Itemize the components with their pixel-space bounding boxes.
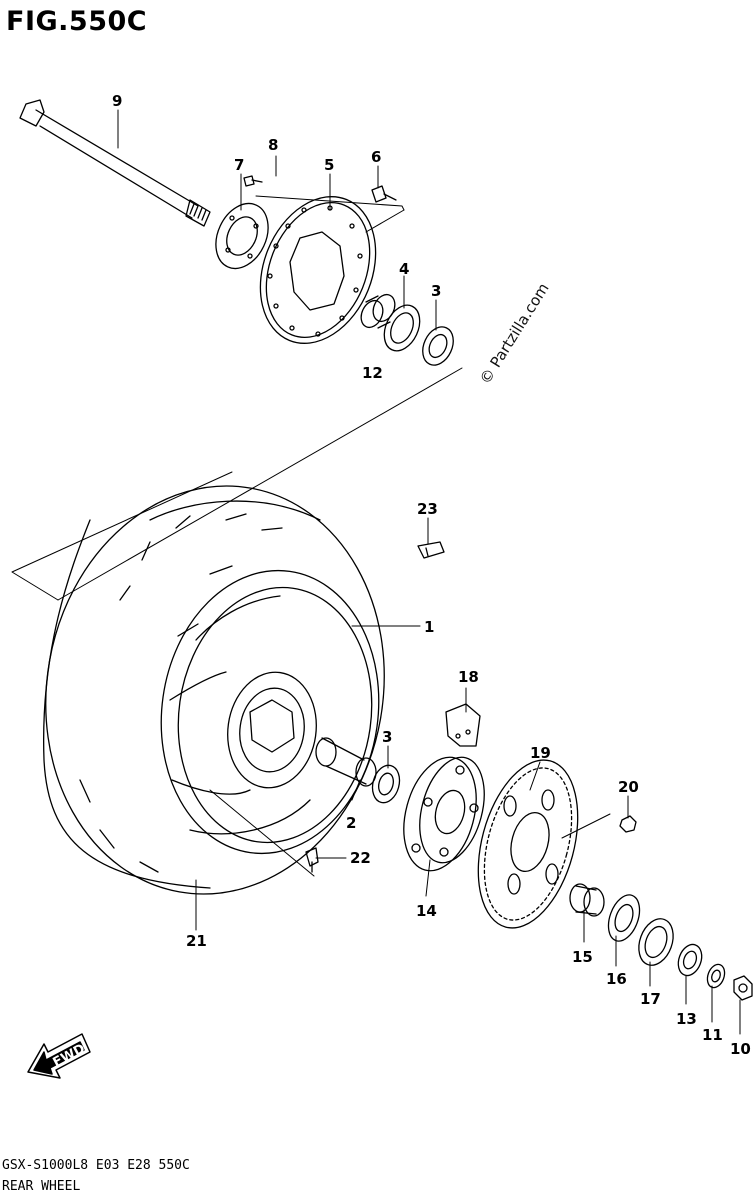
callout-21: 21 — [186, 932, 207, 950]
axle-part — [19, 99, 211, 227]
axle-nut-part — [733, 975, 753, 1001]
callout-7: 7 — [234, 156, 244, 174]
washer-part — [706, 963, 726, 989]
callout-17: 17 — [640, 990, 661, 1008]
spacer-13-part — [677, 943, 703, 977]
nut-20-part — [619, 815, 637, 833]
callout-12: 12 — [362, 364, 383, 382]
callout-3-lower: 3 — [382, 728, 392, 746]
callout-11: 11 — [702, 1026, 723, 1044]
brake-disc-part — [259, 196, 377, 344]
model-code: GSX-S1000L8 E03 E28 550C — [2, 1158, 190, 1173]
callout-5: 5 — [324, 156, 334, 174]
fwd-arrow-icon — [27, 1033, 91, 1079]
bearing-lower-part — [371, 764, 401, 804]
callout-14: 14 — [416, 902, 437, 920]
callout-10: 10 — [730, 1040, 751, 1058]
sprocket-drum-part — [403, 756, 485, 872]
callout-2: 2 — [346, 814, 356, 832]
callout-8: 8 — [268, 136, 278, 154]
callout-16: 16 — [606, 970, 627, 988]
valve-cap-part — [417, 541, 445, 559]
callout-1: 1 — [424, 618, 434, 636]
screw-part — [243, 175, 263, 187]
callout-23: 23 — [417, 500, 438, 518]
callout-20: 20 — [618, 778, 639, 796]
oil-seal-part — [383, 304, 421, 352]
valve-part — [305, 847, 319, 873]
rim-part — [160, 569, 380, 855]
bracket-part — [445, 703, 481, 747]
bearing-16-part — [607, 894, 641, 942]
callout-22: 22 — [350, 849, 371, 867]
figure-title: FIG.550C — [6, 6, 148, 37]
figure-name: REAR WHEEL — [2, 1179, 81, 1194]
callout-9: 9 — [112, 92, 122, 110]
bushing-part — [569, 883, 605, 917]
callout-15: 15 — [572, 948, 593, 966]
callout-4: 4 — [399, 260, 409, 278]
callout-6: 6 — [371, 148, 381, 166]
callout-19: 19 — [530, 744, 551, 762]
lock-plate-part — [215, 202, 269, 270]
disc-bolt-part — [371, 185, 397, 203]
callout-13: 13 — [676, 1010, 697, 1028]
tire-part — [42, 485, 385, 895]
callout-3-upper: 3 — [431, 282, 441, 300]
sprocket-part — [477, 759, 579, 929]
oil-seal-17-part — [638, 918, 674, 966]
callout-18: 18 — [458, 668, 479, 686]
bearing-upper-part — [422, 326, 454, 366]
